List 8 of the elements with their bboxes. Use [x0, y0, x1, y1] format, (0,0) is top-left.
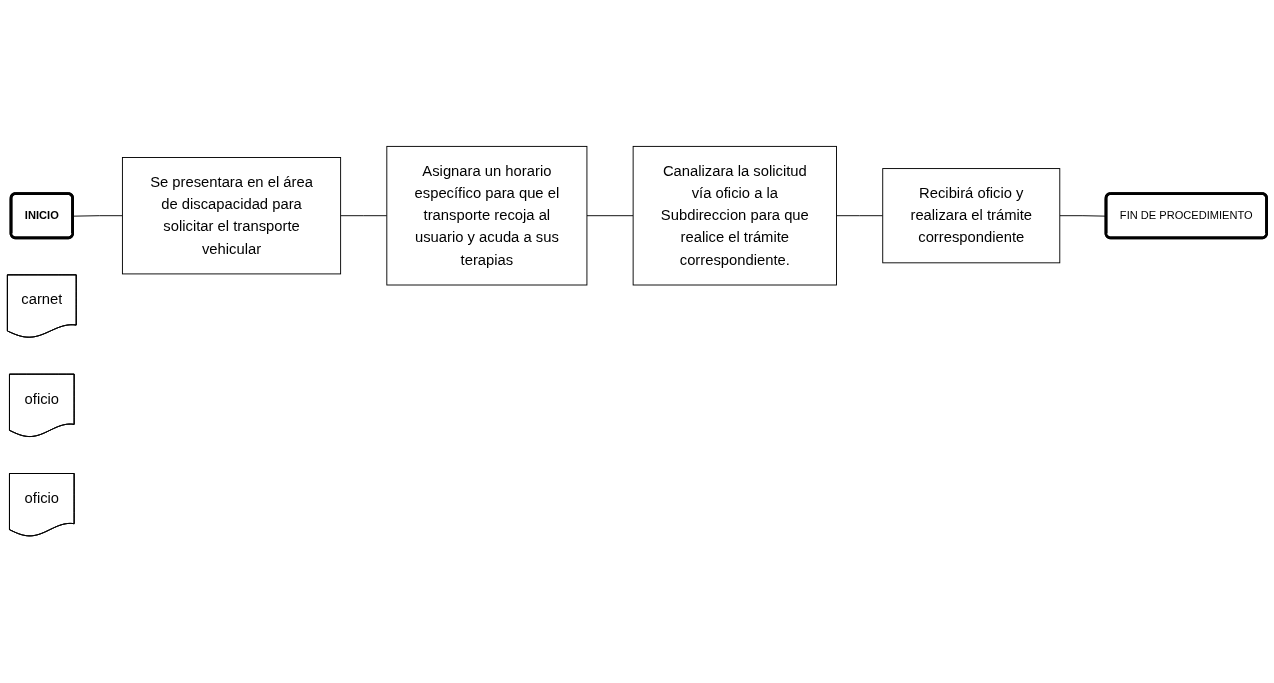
node-box: Recibirá oficio y realizara el trámite correspondiente [882, 168, 1061, 264]
connector [340, 215, 388, 217]
connector [586, 215, 634, 217]
connector [72, 215, 123, 217]
connector [836, 215, 884, 217]
node-box: Asignara un horario específico para que el transporte recoja al usuario y acuda a sus terapias [386, 146, 588, 286]
node-box: Canalizara la solicitud vía oficio a la Subdireccion para que realice el trámite correspondiente. [632, 146, 837, 286]
node-box: Se presentara en el área de discapacidad para solicitar el transporte vehicular [121, 157, 342, 275]
